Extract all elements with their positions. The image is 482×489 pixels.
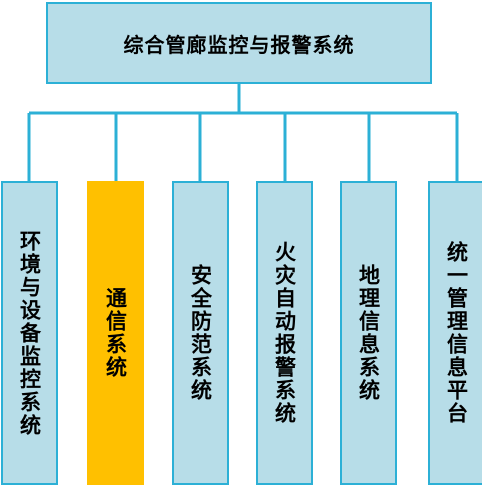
node-communication: 通信系统 xyxy=(87,181,144,485)
root-node-label: 综合管廊监控与报警系统 xyxy=(123,32,355,57)
node-management-platform: 统一管理信息平台 xyxy=(428,181,482,485)
node-gis: 地理信息系统 xyxy=(340,181,397,485)
node-communication-label: 通信系统 xyxy=(103,287,128,379)
node-security: 安全防范系统 xyxy=(172,181,229,485)
node-gis-label: 地理信息系统 xyxy=(356,264,381,402)
node-environment-equipment-monitoring-label: 环境与设备监控系统 xyxy=(17,229,42,437)
root-node: 综合管廊监控与报警系统 xyxy=(46,2,432,84)
node-fire-alarm-label: 火灾自动报警系统 xyxy=(272,241,297,425)
node-security-label: 安全防范系统 xyxy=(188,264,213,402)
node-fire-alarm: 火灾自动报警系统 xyxy=(256,181,313,485)
node-management-platform-label: 统一管理信息平台 xyxy=(444,241,469,425)
node-environment-equipment-monitoring: 环境与设备监控系统 xyxy=(1,181,58,485)
